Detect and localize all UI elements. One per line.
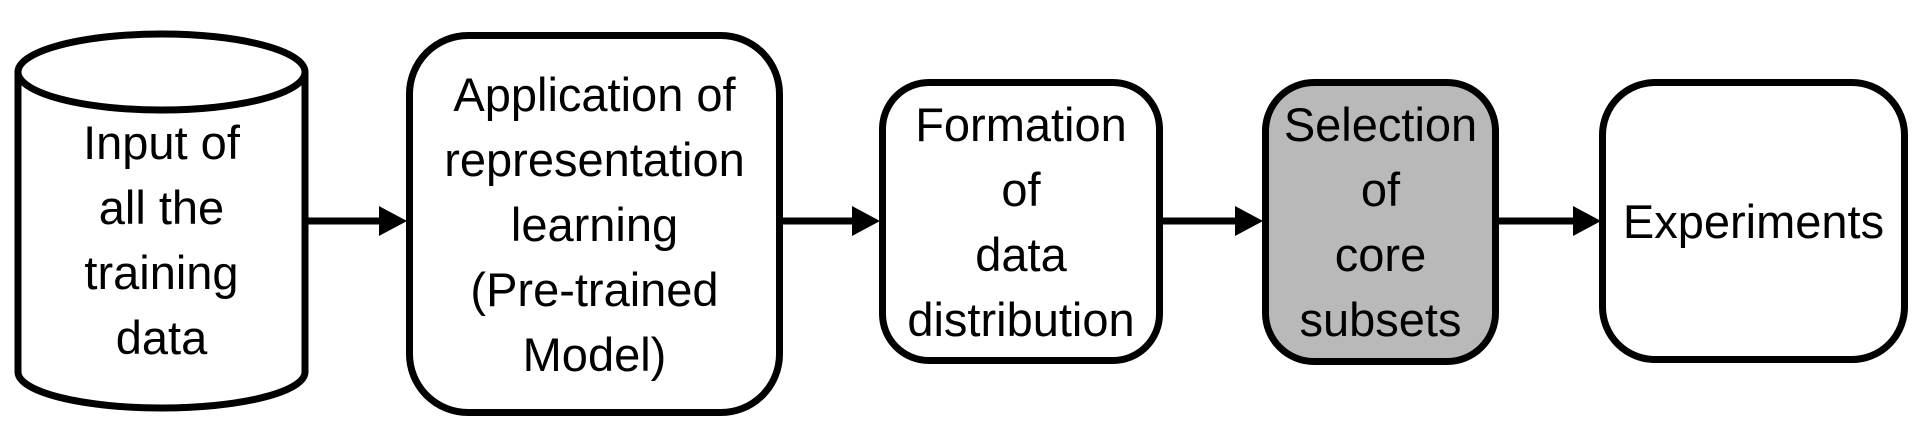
- node-label-line: Input of: [83, 116, 240, 169]
- node-label-line: Experiments: [1622, 194, 1885, 248]
- arrow-right-icon: [1496, 206, 1601, 236]
- node-label-line: data: [975, 227, 1067, 281]
- node-label-line: Application of: [453, 67, 736, 121]
- node-label-line: data: [115, 311, 208, 364]
- node-label-line: training: [84, 246, 239, 299]
- node-label-line: learning: [510, 197, 679, 251]
- node-label-line: distribution: [907, 292, 1135, 346]
- arrow-right-icon: [780, 206, 880, 236]
- node-label-line: subsets: [1299, 293, 1462, 346]
- node-label-line: Formation: [915, 97, 1127, 151]
- node-core-subset-selection: Selection of core subsets: [1262, 79, 1499, 365]
- node-data-distribution: Formation of data distribution: [879, 79, 1163, 364]
- database-cylinder-icon: [14, 30, 309, 412]
- arrow-right-icon: [303, 206, 407, 236]
- node-label-line: of: [1001, 162, 1041, 216]
- node-representation-learning: Application of representation learning (…: [406, 32, 783, 416]
- node-label-line: Selection: [1283, 98, 1478, 151]
- node-label-line: core: [1334, 228, 1427, 281]
- node-label-line: of: [1360, 163, 1401, 216]
- node-experiments: Experiments: [1599, 79, 1908, 363]
- node-input-training-data: Input of all the training data: [18, 110, 305, 370]
- node-label-line: Model): [522, 327, 667, 381]
- node-label-line: all the: [98, 181, 225, 234]
- node-label-line: representation: [444, 132, 745, 186]
- arrow-right-icon: [1160, 206, 1263, 236]
- node-label-line: (Pre-trained: [470, 262, 719, 316]
